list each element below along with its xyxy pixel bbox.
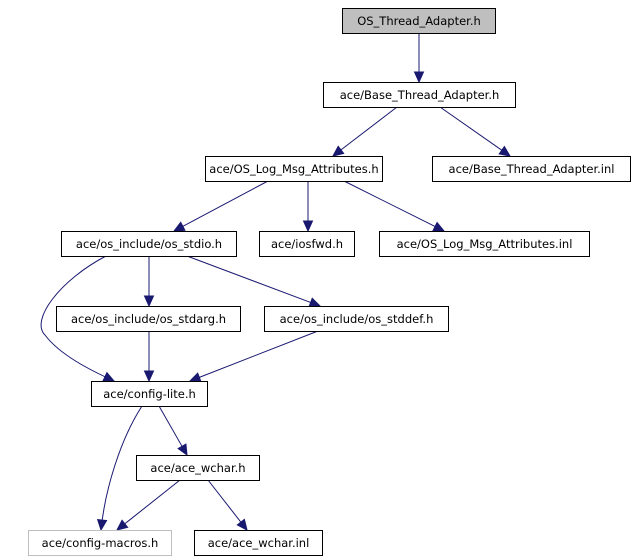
node-label: ace/OS_Log_Msg_Attributes.inl — [397, 237, 573, 251]
node-label: ace/config-lite.h — [103, 387, 196, 401]
arrowhead-icon — [143, 370, 155, 383]
node-box — [28, 530, 172, 556]
edge-os-stdio-h-to-os-stddef-h — [186, 255, 322, 308]
edge-config-lite-h-to-config-macros-h — [96, 405, 143, 532]
edge-base-thread-adapter-h-to-os-log-msg-attributes-h — [332, 106, 398, 157]
node-box — [342, 8, 496, 34]
edge-line — [123, 479, 181, 525]
node-box — [61, 231, 237, 257]
edge-line — [343, 180, 437, 228]
node-label: ace/config-macros.h — [42, 536, 159, 550]
arrowhead-icon — [308, 297, 322, 308]
node-label: ace/OS_Log_Msg_Attributes.h — [209, 162, 378, 176]
edge-os-stdio-h-to-config-lite-h — [40, 255, 116, 382]
edge-line — [181, 180, 269, 228]
edge-ace-wchar-h-to-ace-wchar-inl — [207, 479, 248, 531]
edge-line — [186, 255, 312, 304]
edge-line — [439, 106, 503, 152]
node-ace-wchar-h[interactable]: ace/ace_wchar.h — [136, 455, 260, 481]
arrowhead-icon — [96, 518, 108, 532]
edge-ace-wchar-h-to-config-macros-h — [116, 479, 181, 531]
node-box — [91, 381, 208, 407]
node-label: ace/Base_Thread_Adapter.h — [340, 88, 500, 102]
node-base-thread-adapter-inl[interactable]: ace/Base_Thread_Adapter.inl — [432, 156, 631, 182]
edge-os-stddef-h-to-config-lite-h — [188, 330, 319, 383]
node-box — [194, 530, 323, 556]
node-os-stdio-h[interactable]: ace/os_include/os_stdio.h — [61, 231, 237, 257]
node-box — [56, 306, 241, 332]
node-box — [259, 231, 355, 257]
arrowhead-icon — [236, 518, 248, 531]
edge-os-log-msg-attributes-h-to-os-log-msg-attributes-inl — [343, 180, 446, 232]
arrowhead-icon — [302, 220, 314, 233]
edge-line — [40, 255, 115, 382]
arrowhead-icon — [332, 145, 345, 157]
node-os-log-msg-attributes-inl[interactable]: ace/OS_Log_Msg_Attributes.inl — [379, 231, 590, 257]
edge-config-lite-h-to-ace-wchar-h — [158, 405, 188, 457]
node-os-stddef-h[interactable]: ace/os_include/os_stddef.h — [264, 306, 449, 332]
edge-os-thread-adapter-h-to-base-thread-adapter-h — [413, 33, 425, 84]
edge-os-stdio-h-to-os-stdarg-h — [143, 256, 155, 308]
edge-line — [207, 479, 242, 524]
nodes-layer: OS_Thread_Adapter.h ace/Base_Thread_Adapt… — [28, 8, 631, 556]
node-box — [136, 455, 260, 481]
arrowhead-icon — [413, 71, 425, 84]
node-box — [264, 306, 449, 332]
edge-line — [100, 405, 143, 531]
edge-os-log-msg-attributes-h-to-iosfwd-h — [302, 181, 314, 233]
node-iosfwd-h[interactable]: ace/iosfwd.h — [259, 231, 355, 257]
arrowhead-icon — [188, 372, 202, 383]
edge-base-thread-adapter-h-to-base-thread-adapter-inl — [439, 106, 511, 157]
node-box — [432, 156, 631, 182]
arrowhead-icon — [143, 295, 155, 308]
node-config-macros-h: ace/config-macros.h — [28, 530, 172, 556]
node-label: ace/os_include/os_stddef.h — [280, 312, 434, 326]
node-label: OS_Thread_Adapter.h — [357, 14, 481, 28]
node-box — [205, 156, 383, 182]
node-os-log-msg-attributes-h[interactable]: ace/OS_Log_Msg_Attributes.h — [205, 156, 383, 182]
node-box — [323, 82, 516, 108]
arrowhead-icon — [172, 221, 186, 232]
edge-os-log-msg-attributes-h-to-os-stdio-h — [172, 180, 269, 232]
arrowhead-icon — [177, 443, 188, 457]
arrowhead-icon — [432, 221, 446, 232]
node-os-stdarg-h[interactable]: ace/os_include/os_stdarg.h — [56, 306, 241, 332]
node-label: ace/Base_Thread_Adapter.inl — [449, 162, 615, 176]
edges-layer — [40, 33, 511, 532]
edge-line — [198, 330, 319, 379]
node-base-thread-adapter-h[interactable]: ace/Base_Thread_Adapter.h — [323, 82, 516, 108]
node-label: ace/os_include/os_stdarg.h — [71, 312, 226, 326]
arrowhead-icon — [498, 145, 511, 157]
node-config-lite-h[interactable]: ace/config-lite.h — [91, 381, 208, 407]
edge-line — [339, 106, 398, 151]
arrowhead-icon — [102, 371, 116, 382]
node-label: ace/iosfwd.h — [271, 237, 343, 251]
edge-os-stdarg-h-to-config-lite-h — [143, 331, 155, 383]
node-label: ace/ace_wchar.h — [150, 461, 245, 475]
node-ace-wchar-inl[interactable]: ace/ace_wchar.inl — [194, 530, 323, 556]
node-box — [379, 231, 590, 257]
arrowhead-icon — [116, 519, 129, 531]
node-label: ace/os_include/os_stdio.h — [76, 237, 222, 251]
node-os-thread-adapter-h: OS_Thread_Adapter.h — [342, 8, 496, 34]
edge-line — [158, 405, 183, 448]
node-label: ace/ace_wchar.inl — [208, 536, 310, 550]
